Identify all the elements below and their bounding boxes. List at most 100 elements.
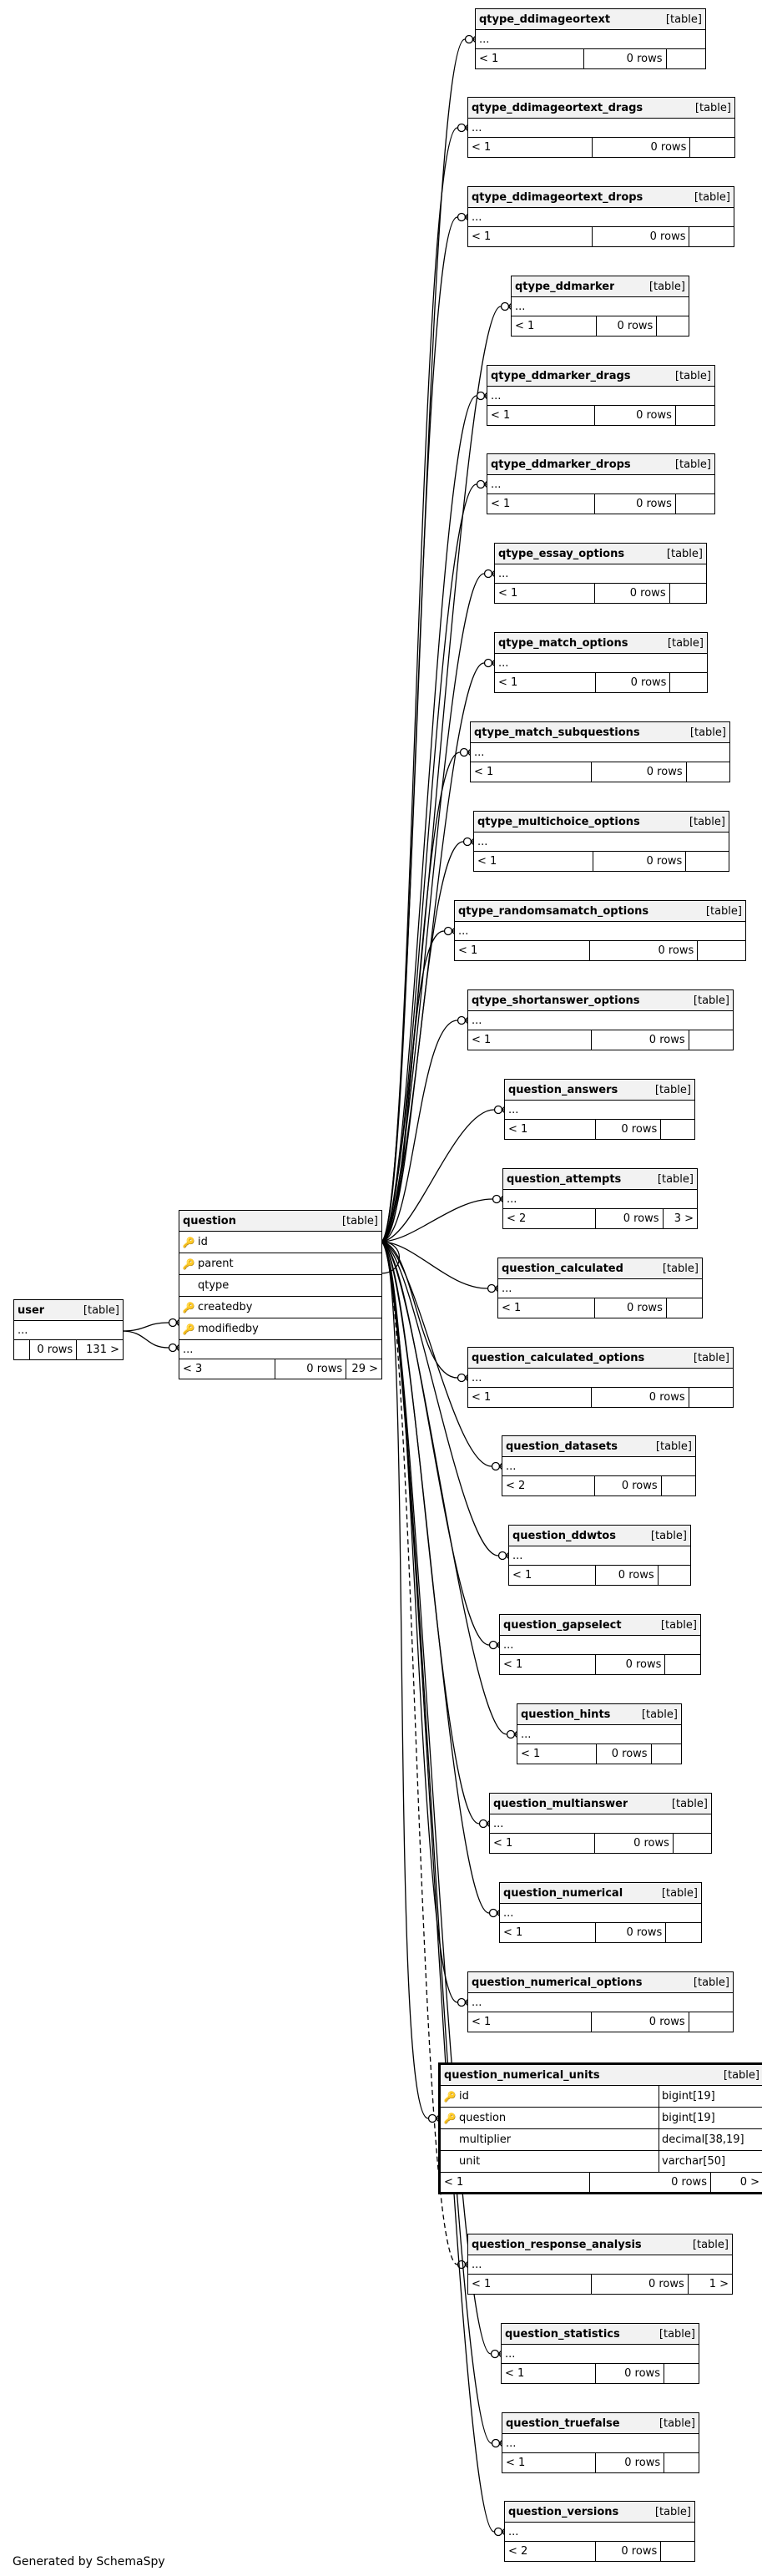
- columns-ellipsis[interactable]: ...: [495, 654, 707, 673]
- parent-count[interactable]: < 1: [500, 1923, 597, 1942]
- column-row[interactable]: 🔑id: [179, 1232, 381, 1253]
- parent-count[interactable]: < 1: [512, 316, 598, 336]
- table-name[interactable]: qtype_ddimageortext_drags: [472, 101, 643, 114]
- columns-ellipsis[interactable]: ...: [487, 475, 714, 494]
- table-name[interactable]: question_numerical_units: [444, 2068, 600, 2082]
- table-name[interactable]: question_hints: [521, 1708, 611, 1721]
- column-row[interactable]: 🔑createdby: [179, 1297, 381, 1318]
- child-count[interactable]: [689, 2012, 733, 2032]
- columns-ellipsis[interactable]: ...: [509, 1546, 690, 1566]
- columns-ellipsis[interactable]: ...: [505, 1101, 694, 1120]
- columns-ellipsis[interactable]: ...: [487, 387, 714, 406]
- parent-count[interactable]: < 1: [455, 941, 591, 960]
- table-name[interactable]: question_attempts: [507, 1172, 622, 1186]
- table-name[interactable]: question_calculated: [502, 1262, 623, 1275]
- child-count[interactable]: [686, 852, 729, 871]
- table-name[interactable]: question_gapselect: [503, 1618, 622, 1632]
- table-name[interactable]: qtype_ddimageortext_drops: [472, 190, 643, 204]
- child-count[interactable]: [652, 1744, 681, 1764]
- child-count[interactable]: 0 >: [739, 2176, 759, 2189]
- columns-ellipsis[interactable]: ...: [503, 1190, 697, 1209]
- table-name[interactable]: question_versions: [508, 2505, 619, 2518]
- parent-count[interactable]: < 1: [490, 1834, 595, 1853]
- columns-ellipsis[interactable]: ...: [512, 297, 689, 316]
- parent-count[interactable]: < 1: [505, 1120, 596, 1139]
- table-name[interactable]: question_response_analysis: [472, 2238, 642, 2251]
- columns-ellipsis[interactable]: ...: [455, 922, 745, 941]
- child-count[interactable]: 131 >: [86, 1344, 119, 1356]
- column-row[interactable]: 🔑parent: [179, 1253, 381, 1275]
- parent-count[interactable]: < 1: [502, 2364, 596, 2383]
- columns-ellipsis[interactable]: ...: [179, 1340, 381, 1359]
- parent-count[interactable]: < 1: [468, 2012, 593, 2032]
- table-name[interactable]: qtype_multichoice_options: [477, 815, 640, 828]
- columns-ellipsis[interactable]: ...: [498, 1279, 702, 1298]
- columns-ellipsis[interactable]: ...: [471, 743, 729, 762]
- table-name[interactable]: qtype_essay_options: [498, 547, 625, 560]
- column-row[interactable]: qtype: [179, 1275, 381, 1297]
- parent-count[interactable]: < 1: [476, 49, 584, 68]
- parent-count[interactable]: < 2: [505, 2542, 596, 2561]
- table-name[interactable]: question_numerical_options: [472, 1976, 643, 1989]
- columns-ellipsis[interactable]: ...: [502, 2345, 699, 2364]
- parent-count[interactable]: < 1: [502, 2453, 597, 2472]
- parent-count[interactable]: < 1: [441, 2173, 590, 2192]
- table-name[interactable]: question_answers: [508, 1083, 618, 1096]
- columns-ellipsis[interactable]: ...: [505, 2523, 694, 2542]
- columns-ellipsis[interactable]: ...: [468, 119, 734, 138]
- columns-ellipsis[interactable]: ...: [468, 1011, 733, 1030]
- table-name[interactable]: qtype_match_subquestions: [474, 726, 640, 739]
- child-count[interactable]: [662, 1476, 695, 1495]
- table-question-calculated-options[interactable]: question_calculated_options[table]...< 1…: [467, 1347, 734, 1408]
- parent-count[interactable]: < 2: [503, 1209, 597, 1228]
- child-count[interactable]: [676, 494, 714, 514]
- columns-ellipsis[interactable]: ...: [500, 1904, 701, 1923]
- child-count[interactable]: [670, 584, 706, 603]
- parent-count[interactable]: < 2: [502, 1476, 595, 1495]
- column-row[interactable]: 🔑modifiedby: [179, 1318, 381, 1340]
- child-count[interactable]: [664, 2364, 699, 2383]
- parent-count[interactable]: < 1: [487, 406, 595, 425]
- child-count[interactable]: [661, 1120, 694, 1139]
- child-count[interactable]: [689, 227, 734, 246]
- parent-count[interactable]: < 1: [498, 1298, 596, 1318]
- child-count[interactable]: 29 >: [351, 1363, 378, 1375]
- parent-count[interactable]: < 1: [474, 852, 594, 871]
- columns-ellipsis[interactable]: ...: [502, 2434, 699, 2453]
- parent-count[interactable]: < 1: [468, 1388, 593, 1407]
- columns-ellipsis[interactable]: ...: [495, 564, 706, 584]
- columns-ellipsis[interactable]: ...: [490, 1814, 711, 1834]
- child-count[interactable]: [698, 941, 745, 960]
- parent-count[interactable]: < 1: [471, 762, 593, 782]
- parent-count[interactable]: < 1: [495, 673, 596, 692]
- child-count[interactable]: [666, 1923, 701, 1942]
- child-count[interactable]: [676, 406, 714, 425]
- child-count[interactable]: [670, 673, 707, 692]
- child-count[interactable]: 1 >: [709, 2278, 729, 2290]
- table-name[interactable]: question_ddwtos: [512, 1529, 616, 1542]
- parent-count[interactable]: < 1: [468, 1030, 593, 1050]
- child-count[interactable]: [674, 1834, 711, 1853]
- child-count[interactable]: [664, 2453, 699, 2472]
